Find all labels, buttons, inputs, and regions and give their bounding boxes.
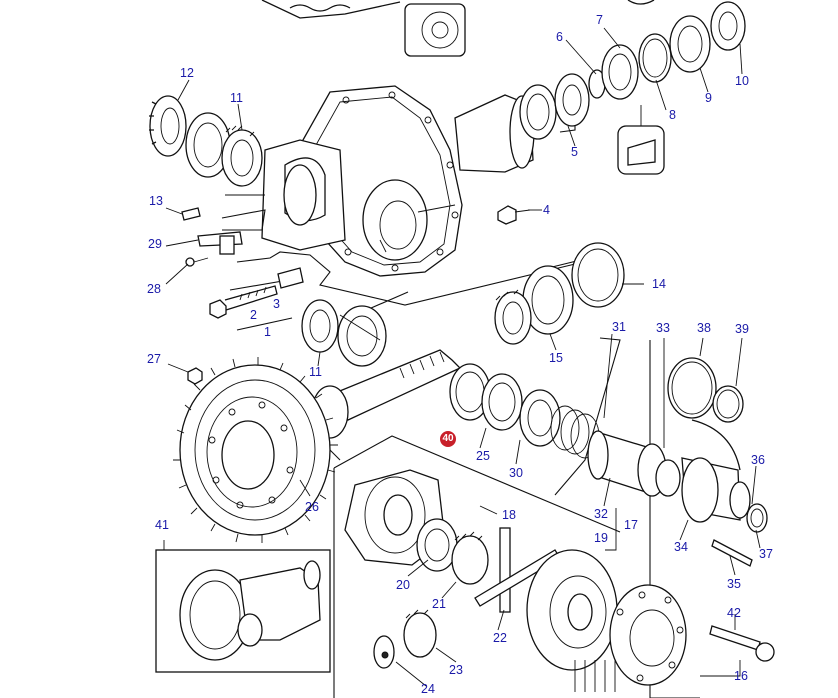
bearing-14-15 [494,242,625,345]
part-label-5[interactable]: 5 [571,145,578,159]
part-label-27[interactable]: 27 [147,352,161,366]
differential-case [344,469,775,692]
part-label-11-middle[interactable]: 11 [309,365,322,379]
right-bearing-stack [519,1,746,175]
part-label-10[interactable]: 10 [735,74,749,88]
part-label-38[interactable]: 38 [697,321,711,335]
part-label-36[interactable]: 36 [751,453,765,467]
label-leaders [165,27,761,687]
bearing-11-middle [301,299,387,367]
lockup-assembly [587,357,768,567]
part-label-28[interactable]: 28 [147,282,161,296]
inset-assembly-41 [155,540,331,673]
part-label-12[interactable]: 12 [180,66,194,80]
shim-and-spring-pack [449,363,600,459]
part-label-42[interactable]: 42 [727,606,741,620]
differential-housing [261,85,535,277]
part-label-30[interactable]: 30 [509,466,523,480]
part-label-13[interactable]: 13 [149,194,163,208]
part-label-4[interactable]: 4 [543,203,550,217]
part-label-26[interactable]: 26 [305,500,319,514]
part-label-21[interactable]: 21 [432,597,446,611]
part-label-20[interactable]: 20 [396,578,410,592]
bearing-11-top [185,112,263,187]
part-label-16[interactable]: 16 [734,669,748,683]
small-fasteners [181,205,531,319]
axle-housing-top-fragment [261,0,655,57]
part-label-11-top[interactable]: 11 [230,91,243,105]
part-label-22[interactable]: 22 [493,631,507,645]
part-label-18[interactable]: 18 [502,508,516,522]
part-label-19[interactable]: 19 [594,531,608,545]
part-label-7[interactable]: 7 [596,13,603,27]
part-label-37[interactable]: 37 [759,547,773,561]
part-label-24[interactable]: 24 [421,682,435,696]
part-label-32[interactable]: 32 [594,507,608,521]
part-label-34[interactable]: 34 [674,540,688,554]
part-label-23[interactable]: 23 [449,663,463,677]
part-label-35[interactable]: 35 [727,577,741,591]
part-label-14[interactable]: 14 [652,277,666,291]
part-label-9[interactable]: 9 [705,91,712,105]
part-label-41[interactable]: 41 [155,518,169,532]
part-label-15[interactable]: 15 [549,351,563,365]
part-label-1[interactable]: 1 [264,325,271,339]
part-label-29[interactable]: 29 [148,237,162,251]
part-label-33[interactable]: 33 [656,321,670,335]
part-label-31[interactable]: 31 [612,320,626,334]
crown-wheel-and-pinion-26 [173,349,462,543]
lock-plate-12 [149,95,187,157]
part-label-6[interactable]: 6 [556,30,563,44]
part-label-3[interactable]: 3 [273,297,280,311]
part-label-8[interactable]: 8 [669,108,676,122]
part-label-40-highlighted[interactable]: 40 [440,431,456,447]
part-label-39[interactable]: 39 [735,322,749,336]
part-label-17[interactable]: 17 [624,518,638,532]
part-label-2[interactable]: 2 [250,308,257,322]
part-label-25[interactable]: 25 [476,449,490,463]
